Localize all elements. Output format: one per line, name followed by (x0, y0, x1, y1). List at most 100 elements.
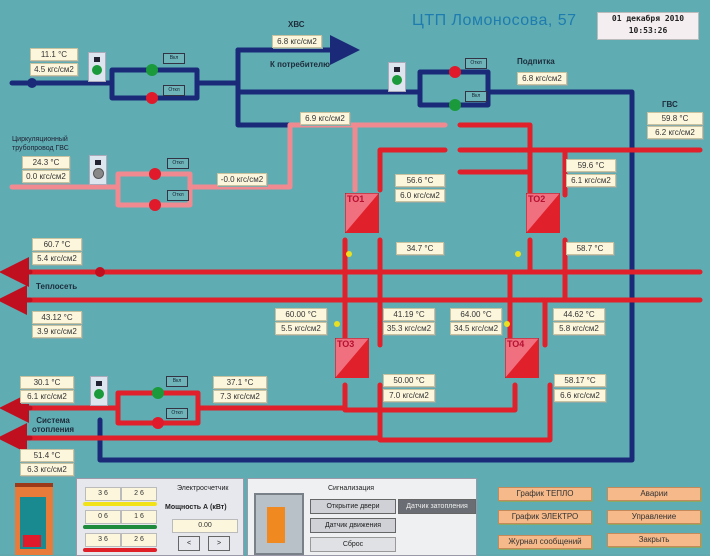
pump-indicator-icon (95, 160, 101, 165)
meter-counter-3a: 3 6 (85, 533, 121, 547)
circ-press: 0.0 кгс/см2 (22, 170, 70, 183)
pump-heating[interactable] (90, 376, 108, 406)
reset-button[interactable]: Сброс (310, 537, 396, 552)
valve-tag-cold-top[interactable]: Вкл (163, 53, 185, 64)
td1-out-press: 6.0 кгс/см2 (395, 189, 445, 202)
heat-exchanger-3[interactable]: ТО3 (334, 337, 370, 379)
valve-tag-heat-bottom[interactable]: Откл (166, 408, 188, 419)
valve-tag-heat-top[interactable]: Вкл (166, 376, 188, 387)
valve-tag-podp-top[interactable]: Откл (465, 58, 487, 69)
podpitka-caption: Подпитка (517, 57, 555, 66)
door-open-button[interactable]: Открытие двери (310, 499, 396, 514)
td2-out-press: 6.1 кгс/см2 (566, 174, 616, 187)
circulation-caption-line1: Циркуляционный (12, 136, 68, 143)
pump-circulation[interactable] (89, 155, 107, 185)
td1-out-temp: 56.6 °C (395, 174, 445, 187)
circulation-caption: Циркуляционный трубопровод ГВС (12, 135, 69, 153)
td3-in-temp: 60.00 °C (275, 308, 327, 321)
meter-counter-2a: 0 6 (85, 510, 121, 524)
heat-exchanger-4[interactable]: ТО4 (504, 337, 540, 379)
meter-bar-green (83, 525, 157, 529)
pump-indicator-icon (96, 381, 102, 386)
cold-water-pipes (9, 35, 635, 463)
td4-out-temp: 58.17 °C (554, 374, 606, 387)
graph-power-button[interactable]: График ЭЛЕКТРО (498, 510, 592, 524)
exchanger-name: ТО2 (528, 194, 546, 204)
heating-in-temp: 30.1 °C (20, 376, 74, 389)
heat-exchanger-icon (504, 337, 540, 379)
circulation-pipes (9, 122, 448, 208)
heating-system-caption: Система отопления (32, 416, 74, 434)
hot-water-pipes (9, 122, 703, 443)
flood-sensor-indicator[interactable]: Датчик затопления (398, 499, 476, 514)
date-text: 01 декабря 2010 (611, 14, 685, 23)
heat-exchanger-icon (334, 337, 370, 379)
td3-in-press: 5.5 кгс/см2 (275, 322, 327, 335)
exchanger-name: ТО3 (337, 339, 355, 349)
power-value: 0.00 (172, 519, 238, 533)
pump-podpitka[interactable] (388, 62, 406, 92)
cabinet-door-icon[interactable] (15, 483, 53, 555)
heat-exchanger-icon (344, 192, 380, 234)
teploset-return-press: 3.9 кгс/см2 (32, 325, 82, 338)
td4-mid-press: 5.8 кгс/см2 (553, 322, 605, 335)
td1-ret-temp: 34.7 °C (396, 242, 444, 255)
meter-bar-red (83, 548, 157, 552)
circ-temp: 24.3 °C (22, 156, 70, 169)
valve-tag-circ-top[interactable]: Откл (167, 158, 189, 169)
hvs-press: 6.8 кгс/см2 (272, 35, 322, 48)
meter-counter-3b: 2 6 (121, 533, 157, 547)
exchanger-name: ТО4 (507, 339, 525, 349)
power-label: Мощность А (кВт) (165, 504, 227, 511)
close-button[interactable]: Закрыть (607, 533, 701, 547)
motion-sensor-button[interactable]: Датчик движения (310, 518, 396, 533)
meter-next-button[interactable]: > (208, 536, 230, 551)
graph-heat-button[interactable]: График ТЕПЛО (498, 487, 592, 501)
station-title: ЦТП Ломоносова, 57 (412, 12, 577, 29)
cold-in-press: 4.5 кгс/см2 (30, 63, 78, 76)
circulation-caption-line2: трубопровод ГВС (12, 145, 69, 152)
meter-prev-button[interactable]: < (178, 536, 200, 551)
cold-in-temp: 11.1 °C (30, 48, 78, 61)
meter-counter-1a: 3 6 (85, 487, 121, 501)
to-consumer-caption: К потребителю (270, 60, 330, 69)
td4-out-press: 6.6 кгс/см2 (554, 389, 606, 402)
pump-status-icon (94, 389, 104, 399)
event-log-button[interactable]: Журнал сообщений (498, 535, 592, 549)
circ-out-press: -0.0 кгс/см2 (217, 173, 267, 186)
pump-status-icon (93, 168, 104, 179)
heating-ret-press: 6.3 кгс/см2 (20, 463, 74, 476)
td3-out-temp: 50.00 °C (383, 374, 435, 387)
heating-ret-temp: 51.4 °C (20, 449, 74, 462)
heating-in-press: 6.1 кгс/см2 (20, 390, 74, 403)
cold-mid-press: 6.9 кгс/см2 (300, 112, 350, 125)
control-button[interactable]: Управление (607, 510, 701, 524)
alarms-button[interactable]: Аварии (607, 487, 701, 501)
teploset-supply-press: 5.4 кгс/см2 (32, 252, 82, 265)
td3-out-press: 7.0 кгс/см2 (383, 389, 435, 402)
teploset-supply-temp: 60.7 °C (32, 238, 82, 251)
td4-in-press: 34.5 кгс/см2 (450, 322, 502, 335)
teploset-caption: Теплосеть (36, 282, 78, 291)
gvs-press: 6.2 кгс/см2 (647, 126, 703, 139)
heat-exchanger-1[interactable]: ТО1 (344, 192, 380, 234)
heat-exchanger-2[interactable]: ТО2 (525, 192, 561, 234)
pump-status-icon (92, 65, 102, 75)
valve-tag-podp-bottom[interactable]: Вкл (465, 91, 487, 102)
pump-cold[interactable] (88, 52, 106, 82)
alarm-signal-panel: Сигнализация Открытие двери Датчик затоп… (247, 478, 477, 556)
exchanger-name: ТО1 (347, 194, 365, 204)
datetime-display: 01 декабря 2010 10:53:26 (597, 12, 699, 40)
hvs-caption: ХВС (288, 20, 305, 29)
td3-mid-temp: 41.19 °C (383, 308, 435, 321)
valve-tag-cold-bottom[interactable]: Откл (163, 85, 185, 96)
time-text: 10:53:26 (628, 26, 668, 35)
heating-caption-line2: отопления (32, 425, 75, 434)
pump-status-icon (392, 75, 402, 85)
podp-press: 6.8 кгс/см2 (517, 72, 567, 85)
meter-counter-2b: 1 6 (121, 510, 157, 524)
td4-mid-temp: 44.62 °C (553, 308, 605, 321)
valve-tag-circ-bottom[interactable]: Откл (167, 190, 189, 201)
